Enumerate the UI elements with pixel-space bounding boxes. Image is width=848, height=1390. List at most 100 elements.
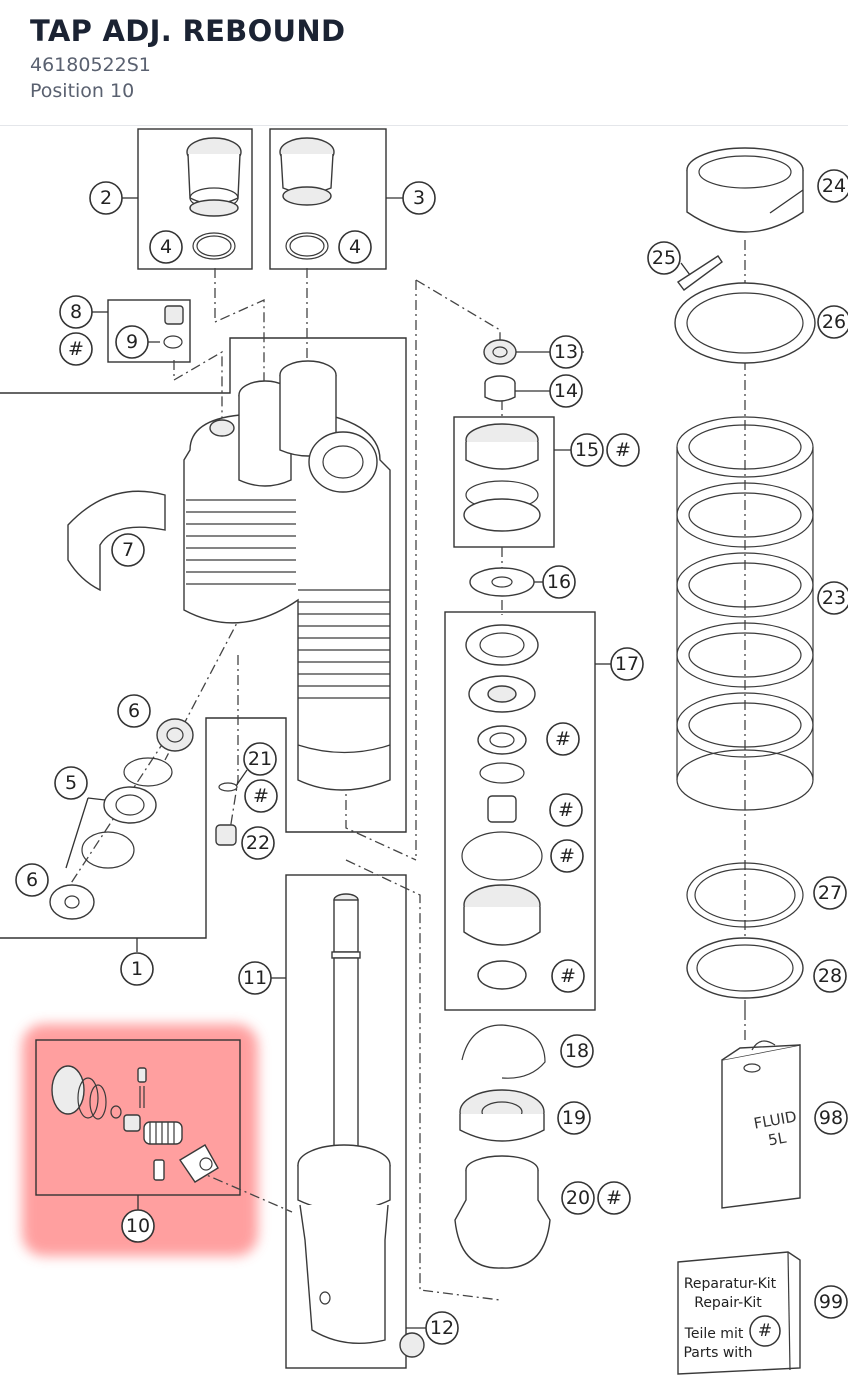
svg-text:20: 20 [566,1187,590,1209]
callout-99[interactable]: 99 [814,1285,848,1319]
repair-kit-line3: Teile mit [684,1326,744,1342]
part-6-top [156,718,194,752]
part-20 [454,1155,551,1269]
svg-text:5: 5 [65,772,77,794]
callout-12[interactable]: 12 [425,1311,459,1345]
svg-text:25: 25 [652,247,676,269]
box-group-1 [0,337,407,939]
callout-10[interactable]: 10 [121,1209,155,1243]
callout-4-right[interactable]: 4 [338,230,372,264]
part-9 [163,305,184,349]
callout-21[interactable]: 21 [243,742,277,776]
box-group-17 [444,611,596,1011]
callout-19[interactable]: 19 [557,1101,591,1135]
part-13 [483,339,517,365]
box-group-8 [107,299,191,363]
callout-25[interactable]: 25 [647,241,681,275]
svg-text:#: # [555,728,571,750]
callout-18[interactable]: 18 [560,1034,594,1068]
svg-text:4: 4 [160,236,172,258]
callout-16[interactable]: 16 [542,565,576,599]
repair-kit-symbol: # [758,1321,772,1341]
callout-hash-17c[interactable]: # [550,839,584,873]
svg-text:#: # [68,338,84,360]
svg-text:6: 6 [26,869,38,891]
svg-text:#: # [559,845,575,867]
shock-body [183,360,391,791]
callout-2[interactable]: 2 [89,181,123,215]
callout-27[interactable]: 27 [813,876,847,910]
callout-14[interactable]: 14 [549,374,583,408]
svg-text:#: # [558,799,574,821]
callout-22[interactable]: 22 [241,826,275,860]
callout-26[interactable]: 26 [817,305,848,339]
callout-4-left[interactable]: 4 [149,230,183,264]
svg-text:7: 7 [122,539,134,561]
svg-text:16: 16 [547,571,571,593]
part-6-bottom [49,884,95,920]
part-98-fluid-can: FLUID 5L [721,1040,801,1209]
svg-text:23: 23 [822,587,846,609]
callout-hash-17a[interactable]: # [546,722,580,756]
callout-5[interactable]: 5 [54,766,88,800]
callout-20[interactable]: 20 [561,1181,595,1215]
callout-hash-17d[interactable]: # [551,959,585,993]
svg-text:27: 27 [818,882,842,904]
part-11 [297,893,391,1345]
callout-3[interactable]: 3 [402,181,436,215]
part-28 [686,937,804,999]
part-21 [218,782,238,792]
callout-6-bottom[interactable]: 6 [15,863,49,897]
svg-text:3: 3 [413,187,425,209]
callout-hash-8[interactable]: # [59,332,93,366]
box-group-11 [285,874,407,1369]
svg-text:99: 99 [819,1291,843,1313]
repair-kit-line1: Reparatur-Kit [684,1276,777,1292]
svg-text:4: 4 [349,236,361,258]
repair-kit-line4: Parts with [683,1345,752,1361]
part-12 [399,1332,425,1358]
callout-15[interactable]: 15 [570,433,604,467]
part-26 [674,282,816,364]
part-23-spring [676,416,814,811]
callout-9[interactable]: 9 [115,325,149,359]
part-99-repair-kit: Reparatur-Kit Repair-Kit Teile mit Parts… [677,1251,801,1375]
svg-text:9: 9 [126,331,138,353]
callout-8[interactable]: 8 [59,295,93,329]
callout-11[interactable]: 11 [238,961,272,995]
callout-28[interactable]: 28 [813,959,847,993]
callout-6-top[interactable]: 6 [117,694,151,728]
part-14 [484,375,516,402]
callout-hash-21[interactable]: # [244,779,278,813]
callout-hash-15[interactable]: # [606,433,640,467]
callout-24[interactable]: 24 [817,169,848,203]
header: TAP ADJ. REBOUND 46180522S1 Position 10 [0,0,848,126]
svg-text:2: 2 [100,187,112,209]
callout-98[interactable]: 98 [814,1101,848,1135]
callout-13[interactable]: 13 [549,335,583,369]
callout-1[interactable]: 1 [120,952,154,986]
svg-text:#: # [560,965,576,987]
svg-text:98: 98 [819,1107,843,1129]
callout-hash-17b[interactable]: # [549,793,583,827]
svg-text:18: 18 [565,1040,589,1062]
fluid-label-line2: 5L [767,1129,788,1150]
svg-text:17: 17 [615,653,639,675]
repair-kit-line2: Repair-Kit [694,1295,762,1311]
part-2 [186,137,242,260]
svg-text:22: 22 [246,832,270,854]
callout-hash-20[interactable]: # [597,1181,631,1215]
part-18 [461,1024,546,1079]
callout-7[interactable]: 7 [111,533,145,567]
svg-text:11: 11 [243,967,267,989]
svg-text:28: 28 [818,965,842,987]
svg-text:#: # [615,439,631,461]
part-5 [81,757,173,869]
callout-17[interactable]: 17 [610,647,644,681]
position-label: Position 10 [30,80,135,102]
part-10-assembly[interactable] [51,1065,219,1183]
part-22 [215,824,237,846]
callout-23[interactable]: 23 [817,581,848,615]
svg-text:8: 8 [70,301,82,323]
